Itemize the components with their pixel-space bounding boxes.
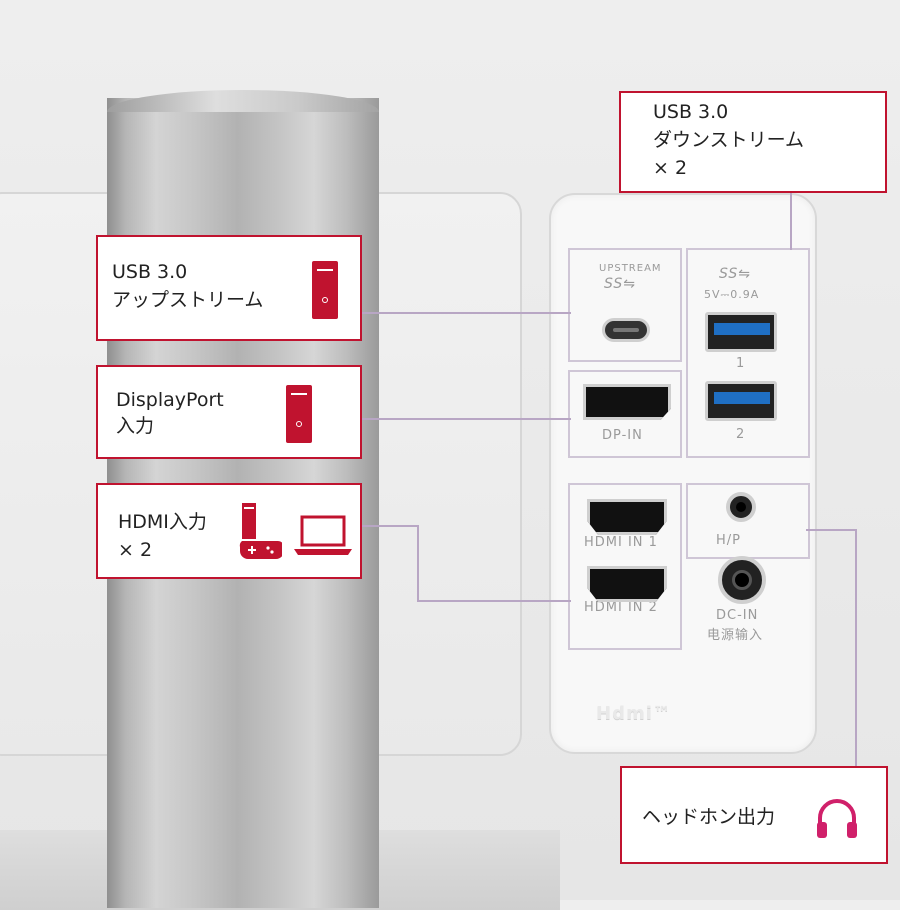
headphone-jack [726, 492, 756, 522]
displayport-port [583, 384, 671, 420]
leader-line-upstream [361, 312, 571, 314]
hdmi-in-1-label: HDMI IN 1 [584, 535, 658, 550]
hdmi-logo: Hdmi™ [596, 703, 672, 724]
leader-line-hdmi-b [417, 525, 419, 601]
hdmi-port-1 [587, 499, 667, 535]
pc-tower-icon [312, 261, 338, 319]
superspeed-logo: SS⇋ [604, 276, 637, 292]
hp-label: H/P [716, 533, 741, 548]
callout-hdmi: HDMI入力 × 2 [96, 483, 362, 579]
callout-headphone: ヘッドホン出力 [620, 766, 888, 864]
dc-in-label-cn: 电源输入 [707, 628, 764, 643]
hdmi-group [568, 483, 682, 650]
callout-displayport: DisplayPort 入力 [96, 365, 362, 459]
hdmi-port-2 [587, 566, 667, 602]
callout-usb-upstream-line2: アップストリーム [112, 289, 264, 311]
usb-port-number-1: 1 [736, 356, 746, 371]
callout-usb-upstream-line1: USB 3.0 [112, 261, 188, 283]
upstream-port-group [568, 248, 682, 362]
headphones-icon [817, 799, 857, 838]
usb-a-port-2 [705, 381, 777, 421]
power-spec: 5V⎓0.9A [704, 288, 760, 301]
game-console-icon [239, 503, 282, 559]
callout-usb-upstream: USB 3.0 アップストリーム [96, 235, 362, 341]
usb-a-port-1 [705, 312, 777, 352]
leader-line-headphone-a [806, 529, 856, 531]
leader-line-headphone-b [855, 529, 857, 769]
laptop-icon [294, 515, 352, 555]
callout-displayport-line1: DisplayPort [116, 389, 224, 411]
callout-displayport-line2: 入力 [116, 415, 155, 437]
callout-hdmi-line2: × 2 [118, 539, 153, 561]
callout-usb-downstream: USB 3.0 ダウンストリーム × 2 [619, 91, 887, 193]
dc-in-jack [718, 556, 766, 604]
callout-usb-downstream-line2: ダウンストリーム [653, 129, 805, 151]
upstream-label: UPSTREAM [599, 263, 662, 274]
displayport-group [568, 370, 682, 458]
dc-in-label: DC-IN [716, 608, 759, 623]
dp-in-label: DP-IN [602, 428, 643, 443]
usb-c-upstream-port [602, 318, 650, 342]
callout-hdmi-line1: HDMI入力 [118, 511, 207, 533]
leader-line-hdmi-a [361, 525, 417, 527]
pc-tower-icon [286, 385, 312, 443]
stand-pillar-top [107, 90, 379, 112]
usb-port-number-2: 2 [736, 427, 746, 442]
callout-usb-downstream-line1: USB 3.0 [653, 101, 729, 123]
leader-line-displayport [361, 418, 571, 420]
callout-usb-downstream-line3: × 2 [653, 157, 688, 179]
port-panel [549, 193, 817, 754]
leader-line-hdmi-c [417, 600, 571, 602]
leader-line-downstream [790, 192, 792, 250]
usb-downstream-group [686, 248, 810, 458]
hdmi-in-2-label: HDMI IN 2 [584, 600, 658, 615]
superspeed-logo-right: SS⇋ [719, 266, 752, 282]
callout-headphone-label: ヘッドホン出力 [642, 806, 776, 828]
